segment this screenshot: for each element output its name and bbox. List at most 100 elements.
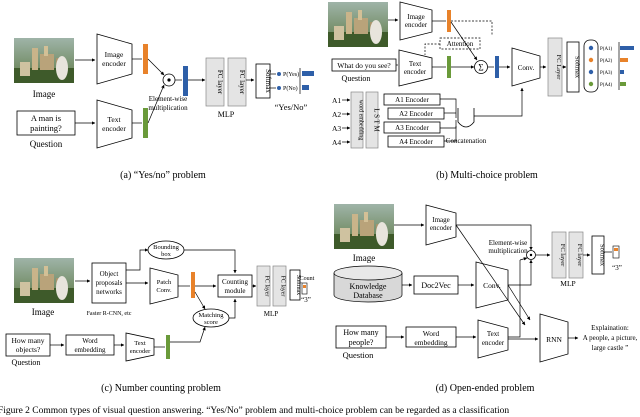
answer-a4: A4: [332, 138, 341, 147]
image-encoder-label-1: Image: [105, 50, 124, 59]
doc2vec-label: Doc2Vec: [421, 281, 451, 290]
arrow: [455, 224, 526, 326]
arrow: [147, 84, 165, 124]
softmax-label: Softmax: [599, 244, 606, 267]
fc-layer-1: [256, 265, 271, 307]
prob-node-2: [588, 57, 594, 63]
text-encoder-label-2: encoder: [130, 348, 151, 355]
text-encoder-label-2: encoder: [102, 124, 126, 133]
arrow: [126, 248, 149, 271]
question-text-line2: people?: [349, 338, 374, 347]
sum-node: [474, 60, 488, 74]
output-value: “3”: [612, 264, 622, 272]
conv-label: Conv.: [483, 281, 501, 290]
question-text-line1: How many: [11, 336, 44, 345]
elementwise-label-1: Element-wise: [489, 239, 528, 247]
p-no-label: P(No): [283, 85, 298, 92]
word-embedding-label-2: embedding: [414, 338, 448, 347]
output-label: “Yes/No”: [275, 102, 308, 112]
question-label: Question: [12, 358, 41, 367]
knowledge-database-top: [333, 265, 403, 281]
fc-layer-1: [551, 231, 567, 279]
fc-layer-label: FC Layer: [555, 55, 562, 81]
image-encoder-label-2: encoder: [102, 59, 126, 68]
arrow: [507, 284, 531, 321]
image-encoder-block: [399, 1, 433, 41]
elementwise-label-2: multiplication: [488, 247, 528, 255]
question-label: Question: [30, 139, 63, 149]
text-encoder-label-1: Text: [134, 340, 146, 347]
multiply-dot: [167, 78, 171, 82]
arrow: [474, 87, 524, 117]
image-label: Image: [33, 89, 56, 99]
count-label: Count: [300, 276, 315, 282]
prob-column: [583, 39, 599, 93]
mlp-label: MLP: [560, 279, 575, 288]
fused-feature-vector: [183, 66, 188, 96]
prob-node-1: [588, 45, 594, 51]
panel-d-caption: (d) Open-ended problem: [436, 383, 535, 394]
panel-c-caption: (c) Number counting problem: [101, 383, 221, 394]
text-encoder-block: [96, 99, 133, 149]
a1-encoder-label: A1 Encoder: [395, 96, 429, 104]
a1-encoder: [383, 93, 441, 106]
panel-c: Image Object proposals networks Faster R…: [5, 240, 315, 394]
question-text-line2: objects?: [16, 345, 41, 354]
text-encoder-label-2: encoder: [482, 339, 505, 347]
no-node: [277, 86, 281, 90]
object-proposals-label-3: networks: [96, 288, 122, 296]
image-label: Image: [32, 307, 55, 317]
softmax-box: [289, 269, 301, 301]
prob-label-4: P(A4): [600, 83, 613, 88]
question-text-line1: A man is: [31, 113, 61, 123]
text-encoder-block: [477, 319, 509, 359]
softmax-box: [591, 235, 605, 275]
arrow: [229, 298, 237, 319]
arrow: [508, 260, 521, 338]
rnn-label: RNN: [546, 335, 562, 344]
text-encoder-label-2: encoder: [404, 68, 427, 76]
concatenation-node: [457, 108, 475, 128]
word-embedding-label-1: Word: [82, 337, 98, 345]
softmax-box: [566, 41, 580, 93]
rnn-block: [539, 313, 569, 363]
yes-node: [277, 72, 281, 76]
word-embedding-label-2: embedding: [74, 346, 106, 354]
lstm-label: L S T M: [373, 108, 381, 132]
image-label: Image: [353, 253, 376, 263]
arrow: [440, 120, 457, 129]
arrow: [440, 98, 457, 118]
arrow: [519, 257, 528, 261]
concatenation-label: Concatenation: [446, 137, 487, 145]
arrow: [450, 21, 478, 61]
fused-feature-vector: [495, 56, 499, 78]
arrow: [170, 326, 206, 343]
fc-layer-2-label: FC layer: [238, 70, 246, 95]
prob-node-3: [588, 69, 594, 75]
image-feature-vector: [191, 272, 195, 298]
panel-a-caption: (a) “Yes/no” problem: [120, 170, 206, 181]
image-thumbnail: [14, 258, 74, 303]
fc-layer-1-label: FC layer: [216, 70, 224, 95]
text-feature-vector: [166, 335, 170, 359]
faster-rcnn-label: Faster R-CNN, etc: [87, 311, 132, 317]
bounding-box-label-1: Bounding: [153, 244, 179, 251]
arrow: [194, 291, 206, 310]
prob-bar-4: [620, 82, 626, 86]
patch-conv-label-2: Conv.: [156, 287, 172, 294]
elementwise-label-1: Element-wise: [149, 95, 188, 103]
arrow: [444, 126, 457, 142]
a4-encoder: [387, 135, 445, 148]
counting-module-label-2: module: [225, 287, 246, 295]
a3-encoder: [383, 121, 441, 134]
text-encoder-label-1: Text: [409, 60, 421, 68]
attention-arrow: [424, 43, 440, 55]
text-encoder-block: [398, 49, 433, 87]
knowledge-database: [333, 273, 403, 303]
fc-layer-1: [205, 57, 225, 107]
mlp-label: MLP: [264, 310, 279, 318]
attention-label: Attention: [447, 40, 474, 48]
question-text-line1: How many: [343, 328, 378, 337]
knowledge-label-1: Knowledge: [350, 282, 387, 291]
panel-b: Image encoder Attention What do you see?…: [328, 1, 634, 181]
